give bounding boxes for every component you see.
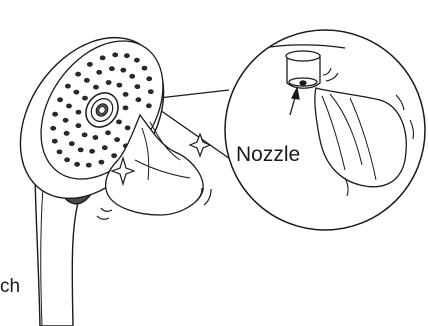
nozzle-hole — [51, 126, 56, 130]
nozzle-hole — [93, 85, 98, 89]
nozzle-hole — [106, 80, 111, 84]
nozzle-hole — [65, 158, 70, 162]
partial-caption-label: ch — [0, 276, 20, 297]
nozzle-hole — [117, 83, 122, 87]
nozzle-hole — [109, 67, 114, 71]
nozzle-hole — [123, 92, 128, 96]
nozzle-hole — [76, 110, 81, 114]
nozzle-hole — [78, 148, 83, 152]
nozzle-hole — [76, 72, 81, 76]
nozzle-hole — [147, 77, 152, 81]
nozzle-hole — [58, 98, 63, 102]
nozzle-hole — [86, 163, 91, 167]
nozzle-hole — [124, 54, 129, 58]
nozzle-hole — [69, 142, 74, 146]
nozzle-hole — [75, 162, 80, 166]
nozzle-hole — [66, 104, 71, 108]
nozzle-hole — [82, 96, 87, 100]
nozzle-hole — [146, 104, 151, 108]
nozzle-hole — [142, 66, 147, 70]
nozzle-label: Nozzle — [236, 143, 300, 166]
nozzle-hole — [100, 56, 105, 60]
nozzle-hole — [115, 138, 120, 142]
nozzle-hole — [52, 139, 57, 143]
nozzle-hole — [113, 53, 118, 57]
nozzle-hole — [84, 78, 89, 82]
nozzle-hole — [99, 160, 104, 164]
nozzle-hole — [82, 133, 87, 137]
nozzle-hole — [65, 84, 70, 88]
nozzle-hole — [123, 106, 128, 110]
nozzle-hole — [53, 112, 58, 116]
nozzle-hole — [136, 98, 141, 102]
nozzle-hole — [130, 74, 135, 78]
nozzle-hole — [74, 90, 79, 94]
nozzle-hole — [63, 118, 68, 122]
nozzle-hole — [121, 68, 126, 72]
nozzle-hole — [134, 58, 139, 62]
nozzle-hole — [105, 131, 110, 135]
nozzle-hole — [97, 70, 102, 74]
nozzle-hole — [64, 131, 69, 135]
nozzle-hole — [87, 62, 92, 66]
nozzle-hole — [90, 149, 95, 153]
nozzle-hole — [135, 85, 140, 89]
nozzle-hole — [148, 90, 153, 94]
nozzle-hole — [76, 124, 81, 128]
nozzle-hole — [116, 120, 121, 124]
nozzle-hole — [57, 150, 62, 154]
nozzle-hole — [112, 154, 117, 158]
nozzle-hole — [125, 126, 130, 130]
nozzle-hole — [93, 135, 98, 139]
nozzle-hole — [102, 146, 107, 150]
